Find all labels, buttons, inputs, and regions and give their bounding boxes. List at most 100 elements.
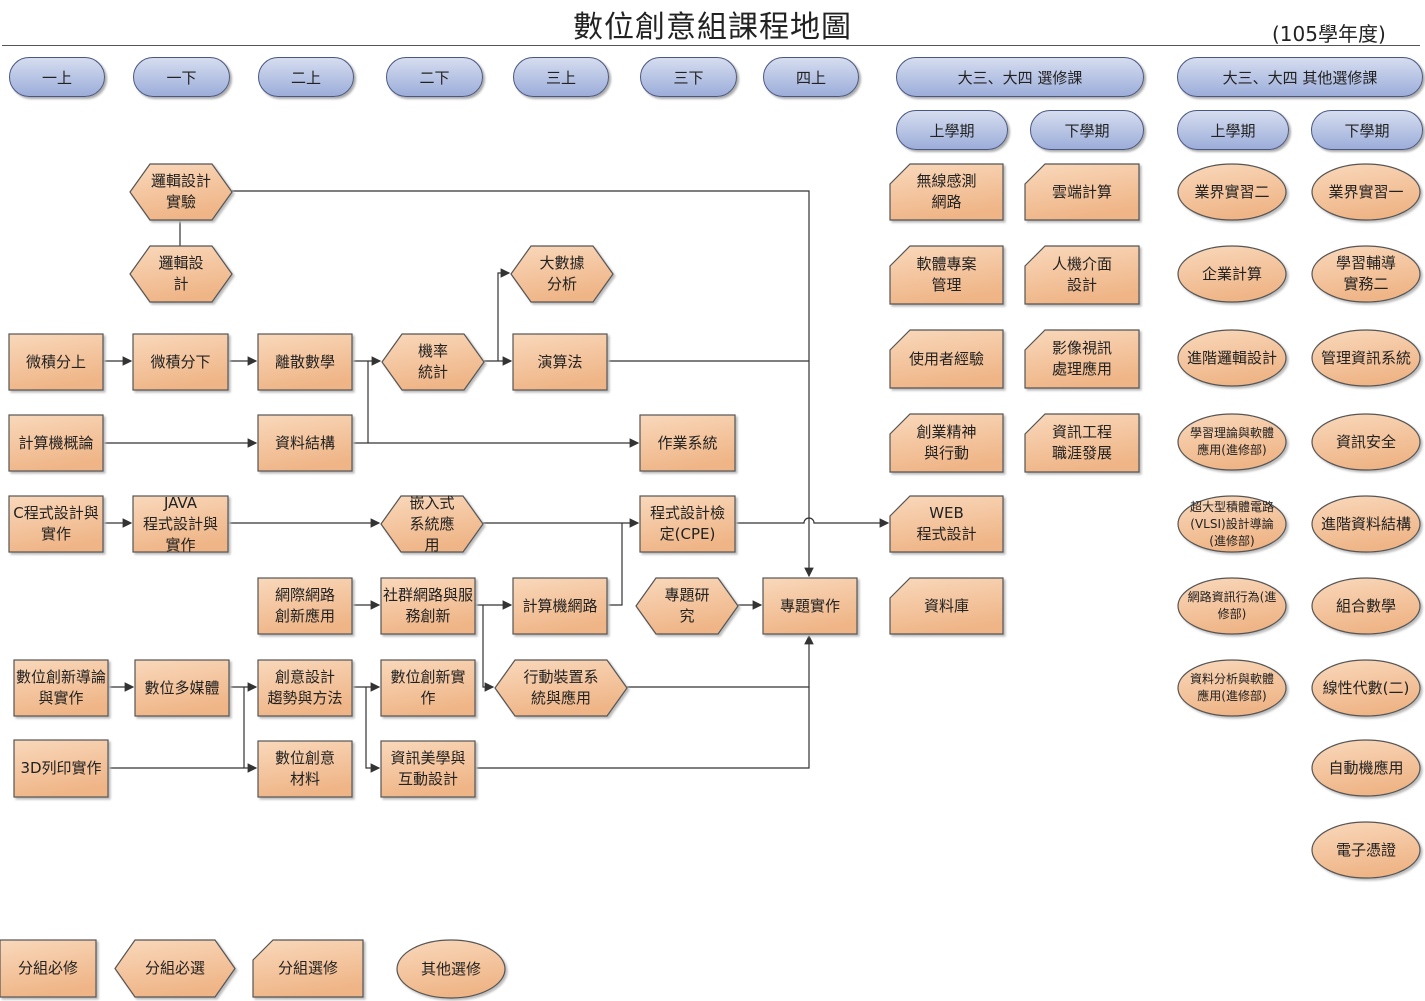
course-col1-3: 學習理論與軟體 應用(進修部) [1177, 413, 1287, 471]
rect-shape-icon [380, 659, 476, 717]
course-label: 資料結構 [274, 433, 335, 452]
hex-shape-icon [510, 245, 614, 303]
course-label: 電子憑證 [1335, 840, 1396, 859]
course-social: 社群網路與服 務創新 [380, 577, 476, 635]
course-label: 超大型積體電路 (VLSI)設計導論 (進修部) [1189, 499, 1274, 548]
course-label: 資訊美學與 互動設計 [390, 749, 466, 788]
header-2a: 二上 [258, 57, 354, 97]
course-label: 分組必選 [144, 959, 205, 977]
course-label: 離散數學 [274, 352, 335, 371]
header-1b: 一下 [133, 57, 230, 97]
rect-shape-icon [8, 495, 104, 553]
course-calc2: 微積分下 [132, 333, 229, 391]
rect-shape-icon [8, 414, 104, 472]
cut-shape-icon [1024, 245, 1140, 305]
course-label: 專題研 究 [664, 586, 710, 625]
course-label: 雲端計算 [1051, 182, 1112, 201]
course-label: 進階資料結構 [1320, 514, 1411, 533]
ell-shape-icon [1311, 163, 1421, 221]
course-label: 行動裝置系 統與應用 [523, 668, 599, 707]
header-4a: 四上 [763, 57, 859, 97]
course-ds: 資料結構 [257, 414, 353, 472]
course-label: 軟體專案 管理 [916, 255, 977, 294]
legend-item-3: 其他選修 [396, 939, 506, 999]
header-2b: 二下 [386, 57, 483, 97]
course-swpm: 軟體專案 管理 [889, 245, 1004, 305]
course-label: 演算法 [537, 352, 583, 371]
course-label: 數位多媒體 [144, 678, 220, 697]
course-multimedia: 數位多媒體 [134, 659, 230, 717]
course-label: 創意設計 趨勢與方法 [267, 668, 343, 707]
course-label: 分組選修 [277, 959, 338, 977]
course-col2-7: 自動機應用 [1311, 739, 1421, 797]
course-web_innov: 網際網路 創新應用 [257, 577, 353, 635]
header-other-electives: 大三、大四 其他選修課 [1177, 57, 1423, 97]
ell-shape-icon [1177, 413, 1287, 471]
hex-shape-icon [129, 163, 233, 221]
course-ux: 使用者經驗 [889, 329, 1004, 389]
cut-shape-icon [889, 163, 1004, 221]
course-label: 管理資訊系統 [1320, 348, 1411, 367]
course-label: 作業系統 [657, 433, 718, 452]
rect-shape-icon [257, 414, 353, 472]
header-electives: 大三、大四 選修課 [896, 57, 1144, 97]
rect-shape-icon [512, 577, 608, 635]
course-label: 網路資訊行為(進 修部) [1187, 590, 1277, 621]
course-label: 學習理論與軟體 應用(進修部) [1189, 426, 1274, 457]
rect-shape-icon [13, 659, 109, 717]
ell-shape-icon [1311, 821, 1421, 879]
course-label: 專題實作 [779, 596, 840, 615]
cut-shape-icon [889, 577, 1004, 635]
course-webprog: WEB 程式設計 [889, 495, 1004, 553]
course-label: 資料庫 [923, 596, 969, 615]
course-col2-3: 資訊安全 [1311, 413, 1421, 471]
cut-shape-icon [889, 495, 1004, 553]
course-label: 分組必修 [17, 959, 78, 977]
course-col2-0: 業界實習一 [1311, 163, 1421, 221]
course-label: C程式設計與 實作 [13, 504, 99, 543]
header-3b: 三下 [640, 57, 737, 97]
course-col1-4: 超大型積體電路 (VLSI)設計導論 (進修部) [1177, 495, 1287, 553]
course-digi_intro: 數位創新導論 與實作 [13, 659, 109, 717]
subheader-other-spring: 下學期 [1311, 110, 1423, 150]
rect-shape-icon [134, 659, 230, 717]
course-network: 計算機網路 [512, 577, 608, 635]
course-label: 企業計算 [1201, 264, 1262, 283]
course-label: 使用者經驗 [908, 349, 984, 368]
course-label: 嵌入式 系統應 用 [409, 493, 455, 554]
course-col2-4: 進階資料結構 [1311, 495, 1421, 553]
cut-shape-icon [889, 413, 1004, 473]
course-os: 作業系統 [639, 414, 736, 472]
course-entre: 創業精神 與行動 [889, 413, 1004, 473]
course-label: 影像視訊 處理應用 [1051, 339, 1112, 378]
rect-shape-icon [639, 414, 736, 472]
ell-shape-icon [1177, 495, 1287, 553]
rect-shape-icon [132, 333, 229, 391]
legend-item-0: 分組必修 [0, 939, 97, 998]
rect-shape-icon [13, 739, 109, 798]
rect-shape-icon [8, 333, 104, 391]
course-col2-1: 學習輔導 實務二 [1311, 245, 1421, 303]
rect-shape-icon [762, 577, 858, 635]
course-label: 機率 統計 [417, 342, 448, 381]
cut-shape-icon [889, 245, 1004, 305]
course-db: 資料庫 [889, 577, 1004, 635]
ell-shape-icon [1177, 245, 1287, 303]
ell-shape-icon [1177, 163, 1287, 221]
ell-shape-icon [1311, 413, 1421, 471]
course-label: WEB 程式設計 [916, 504, 977, 543]
hex-shape-icon [635, 577, 739, 635]
course-label: 大數據 分析 [539, 254, 585, 293]
course-discrete: 離散數學 [257, 333, 353, 391]
cut-shape-icon [889, 329, 1004, 389]
course-embedded: 嵌入式 系統應 用 [380, 494, 484, 554]
course-label: 計算機網路 [522, 596, 598, 615]
course-label: 線性代數(二) [1322, 678, 1410, 697]
course-label: 微積分下 [150, 352, 211, 371]
course-material: 數位創意 材料 [257, 740, 353, 798]
page-title: 數位創意組課程地圖 [573, 10, 852, 45]
academic-year: (105學年度) [1272, 22, 1386, 46]
ell-shape-icon [1311, 329, 1421, 387]
course-col2-5: 組合數學 [1311, 577, 1421, 635]
